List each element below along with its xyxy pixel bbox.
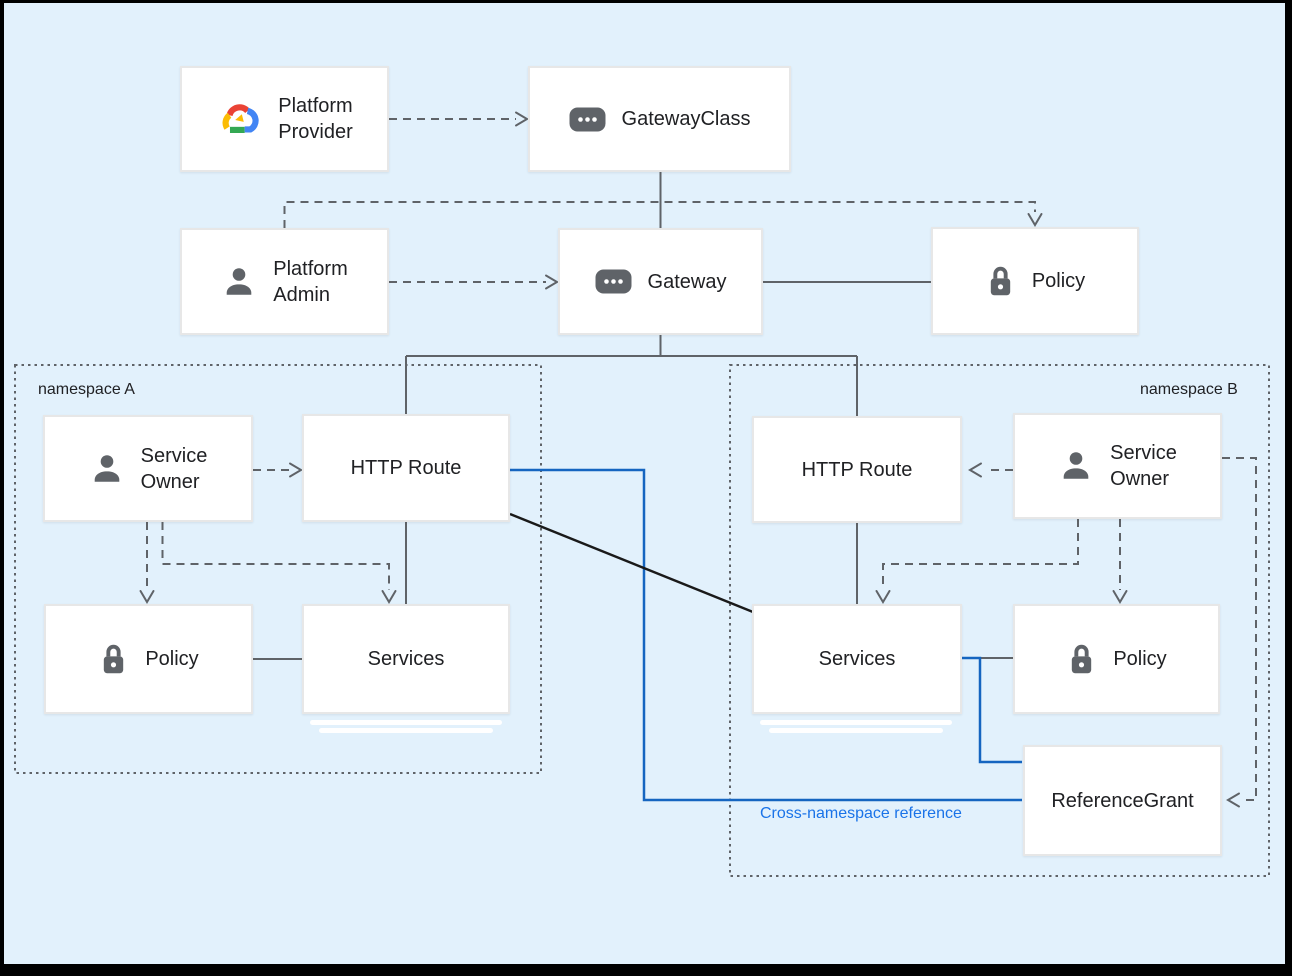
namespace-b-label: namespace B — [1140, 381, 1238, 398]
node-label: Services — [367, 648, 445, 670]
person-icon — [94, 454, 119, 482]
node-platform-provider: Platform Provider — [180, 66, 389, 172]
arrowhead-left-httproute-b — [968, 462, 982, 478]
services-b-stack-line — [760, 720, 952, 725]
arrowhead-right-gateway — [545, 274, 559, 290]
node-label: Services — [818, 648, 896, 670]
node-label: Policy — [1113, 648, 1167, 670]
frame-border-bottom — [0, 964, 1292, 976]
lock-icon — [1072, 644, 1092, 674]
node-label: Platform Provider — [278, 95, 353, 143]
frame-border-right — [1285, 0, 1292, 976]
edge-gateway-httproutes-branch — [405, 335, 858, 417]
node-label: Gateway — [647, 270, 727, 293]
namespace-a-border — [14, 364, 542, 774]
node-gateway: Gateway — [558, 228, 763, 335]
services-a-stack-line — [310, 720, 502, 725]
node-http-route-b: HTTP Route — [752, 416, 962, 523]
node-policy-a: Policy — [44, 604, 253, 714]
services-b-stack-line — [769, 728, 943, 733]
node-label: HTTP Route — [801, 458, 913, 481]
arrowhead-down-services-a — [381, 590, 397, 604]
node-http-route-a: HTTP Route — [302, 414, 510, 522]
node-label: Platform Admin — [273, 257, 348, 306]
resource-chip-icon — [569, 107, 606, 131]
node-service-owner-b: Service Owner — [1013, 413, 1222, 519]
frame-border-top — [0, 0, 1292, 3]
node-services-b: Services — [752, 604, 962, 714]
lock-icon — [104, 644, 124, 674]
namespace-a-label: namespace A — [38, 381, 135, 398]
node-policy-b: Policy — [1013, 604, 1220, 714]
arrowheads — [139, 111, 1240, 808]
node-label: Service Owner — [140, 444, 208, 493]
namespace-b-border — [729, 364, 1270, 877]
blue-edges — [510, 468, 1022, 802]
person-icon — [1063, 452, 1089, 479]
arrowhead-down-policy-a — [139, 590, 155, 604]
arrowhead-left-referencegrant — [1226, 792, 1240, 808]
arrowhead-right-gatewayclass — [515, 111, 529, 127]
node-label: HTTP Route — [350, 457, 462, 479]
resource-chip-icon — [595, 269, 632, 294]
node-label: ReferenceGrant — [1051, 789, 1194, 812]
lock-icon — [990, 266, 1010, 296]
edge-httproute-a-referencegrant — [510, 468, 1022, 802]
services-a-stack-line — [319, 728, 493, 733]
cross-namespace-reference-label: Cross-namespace reference — [760, 805, 962, 822]
node-gatewayclass: GatewayClass — [528, 66, 791, 172]
node-label: Policy — [1031, 270, 1086, 292]
arrowhead-down-policy-cluster — [1027, 213, 1043, 227]
node-services-a: Services — [302, 604, 510, 714]
node-platform-admin: Platform Admin — [180, 228, 389, 335]
edge-owner-b-referencegrant — [1222, 457, 1257, 801]
google-cloud-logo-icon — [222, 104, 259, 134]
node-label: Service Owner — [1110, 442, 1177, 490]
solid-gray-edges — [253, 172, 1014, 660]
edge-owner-a-services-a — [161, 522, 390, 590]
person-icon — [226, 267, 252, 295]
node-policy-cluster: Policy — [931, 227, 1139, 335]
node-label: Policy — [145, 648, 199, 670]
edge-owner-b-services-b — [882, 519, 1079, 590]
node-label: GatewayClass — [621, 108, 751, 130]
edge-services-b-referencegrant — [961, 656, 1022, 764]
arrowhead-down-services-b — [875, 590, 891, 604]
node-reference-grant: ReferenceGrant — [1023, 745, 1222, 856]
dashed-gray-edges — [146, 118, 1257, 801]
arrowhead-down-policy-b — [1112, 590, 1128, 604]
frame-border-left — [0, 0, 4, 976]
arrowhead-right-httproute-a — [289, 462, 303, 478]
edge-httproute-a-services-b — [509, 512, 754, 614]
node-service-owner-a: Service Owner — [43, 415, 253, 522]
